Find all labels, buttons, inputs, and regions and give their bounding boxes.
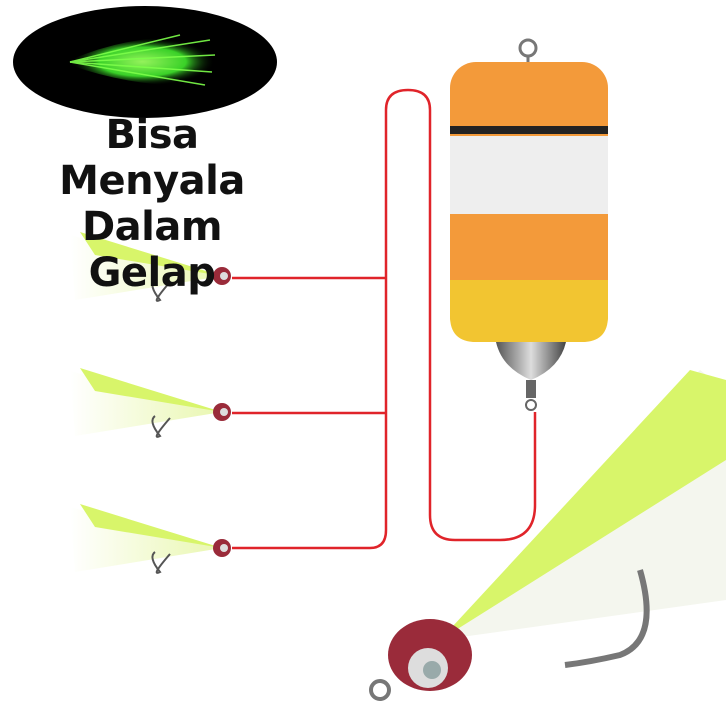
caption-line-1: Bisa Menyala — [59, 112, 245, 204]
lure-3 — [70, 504, 231, 574]
caption-line-2: Dalam Gelap — [81, 204, 223, 296]
lure-closeup — [369, 370, 726, 701]
glow-inset — [13, 6, 277, 118]
lure-1 — [70, 232, 231, 302]
lure-2 — [70, 368, 231, 438]
fishing-line — [232, 88, 537, 550]
glow-in-dark-caption: Bisa Menyala Dalam Gelap — [22, 112, 282, 296]
foam-float — [450, 38, 608, 411]
